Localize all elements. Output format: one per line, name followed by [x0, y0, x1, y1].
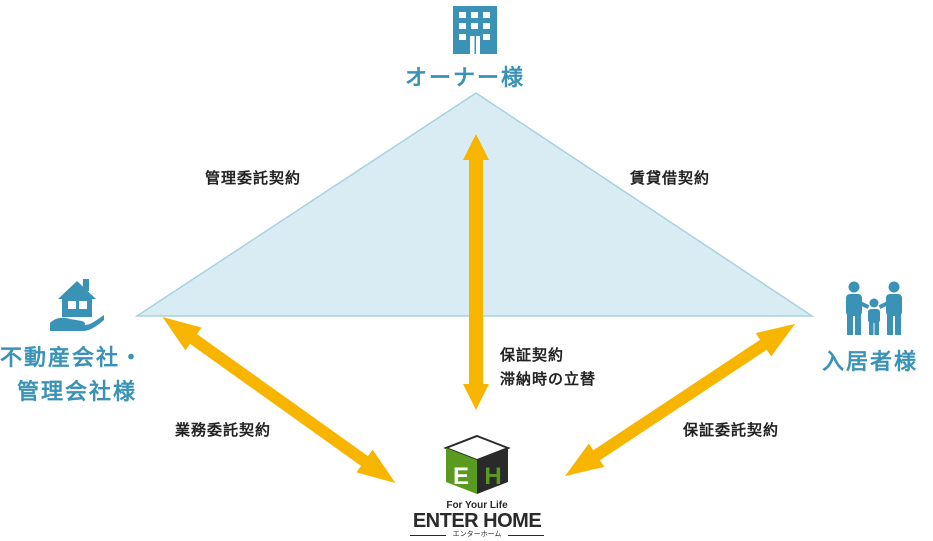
agency-label-line1: 不動産会社・: [0, 346, 145, 371]
guarantee-contract-label: 保証契約: [500, 346, 565, 364]
agency-label-line2: 管理会社様: [17, 380, 138, 405]
logo-rule-left: [410, 535, 446, 536]
logo-name: ENTER HOME: [412, 510, 542, 532]
guarantee-commission-label: 保証委託契約: [683, 421, 780, 439]
enter-home-logo: E H For Your Life ENTER HOME エンターホーム: [404, 434, 550, 540]
owner-label: オーナー様: [405, 66, 526, 91]
business-commission-label: 業務委託契約: [175, 421, 272, 439]
tenant-label: 入居者様: [822, 350, 919, 375]
right-double-arrow: [564, 323, 796, 477]
management-contract-label: 管理委託契約: [205, 169, 302, 187]
eh-mark-h: H: [484, 463, 501, 490]
building-icon: [453, 6, 497, 54]
vertical-double-arrow: [463, 134, 489, 410]
eh-cube-mark: E H: [443, 434, 511, 494]
logo-rule-right: [508, 535, 544, 536]
eh-mark-e: E: [453, 463, 469, 490]
left-double-arrow: [162, 316, 396, 484]
lease-contract-label: 賃貸借契約: [630, 169, 711, 187]
family-icon: [846, 281, 902, 335]
logo-tagline: For Your Life: [446, 500, 508, 511]
house-hand-icon: [50, 279, 104, 331]
arrears-advance-label: 滞納時の立替: [500, 370, 597, 388]
logo-kana: エンターホーム: [452, 530, 502, 538]
